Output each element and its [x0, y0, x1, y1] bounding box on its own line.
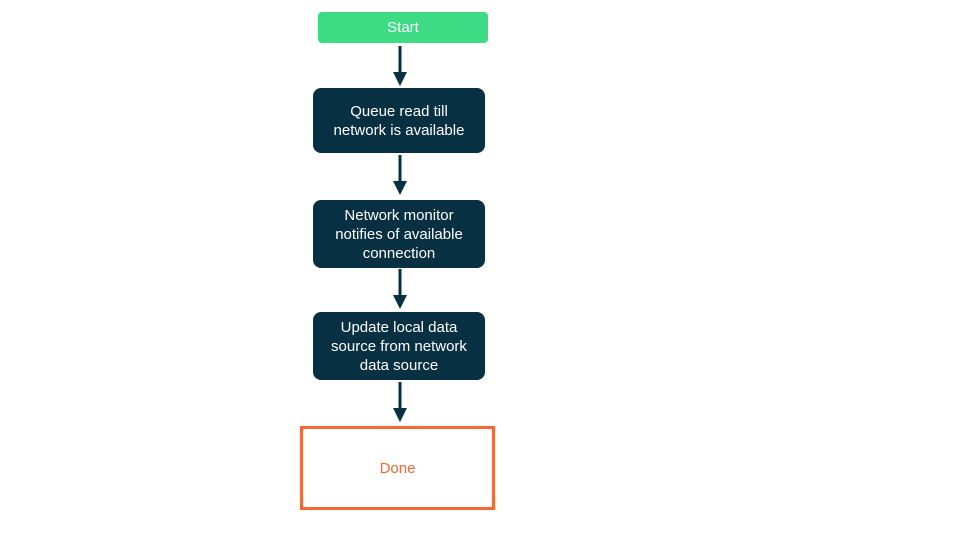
flow-node-update-local-label: Update local data source from network da… — [331, 318, 467, 374]
arrow-down-icon — [392, 46, 408, 86]
flow-node-start-label: Start — [387, 19, 419, 36]
flow-node-network-monitor-label: Network monitor notifies of available co… — [335, 206, 463, 262]
flow-node-done: Done — [300, 426, 495, 510]
arrow-down-icon — [392, 269, 408, 309]
flow-node-queue-read: Queue read till network is available — [313, 88, 485, 153]
flow-node-queue-read-label: Queue read till network is available — [333, 102, 465, 139]
flow-node-done-label: Done — [379, 459, 416, 477]
flow-node-update-local: Update local data source from network da… — [313, 312, 485, 380]
flow-node-network-monitor: Network monitor notifies of available co… — [313, 200, 485, 268]
flow-node-start: Start — [318, 12, 488, 43]
arrow-down-icon — [392, 382, 408, 422]
arrow-down-icon — [392, 155, 408, 195]
